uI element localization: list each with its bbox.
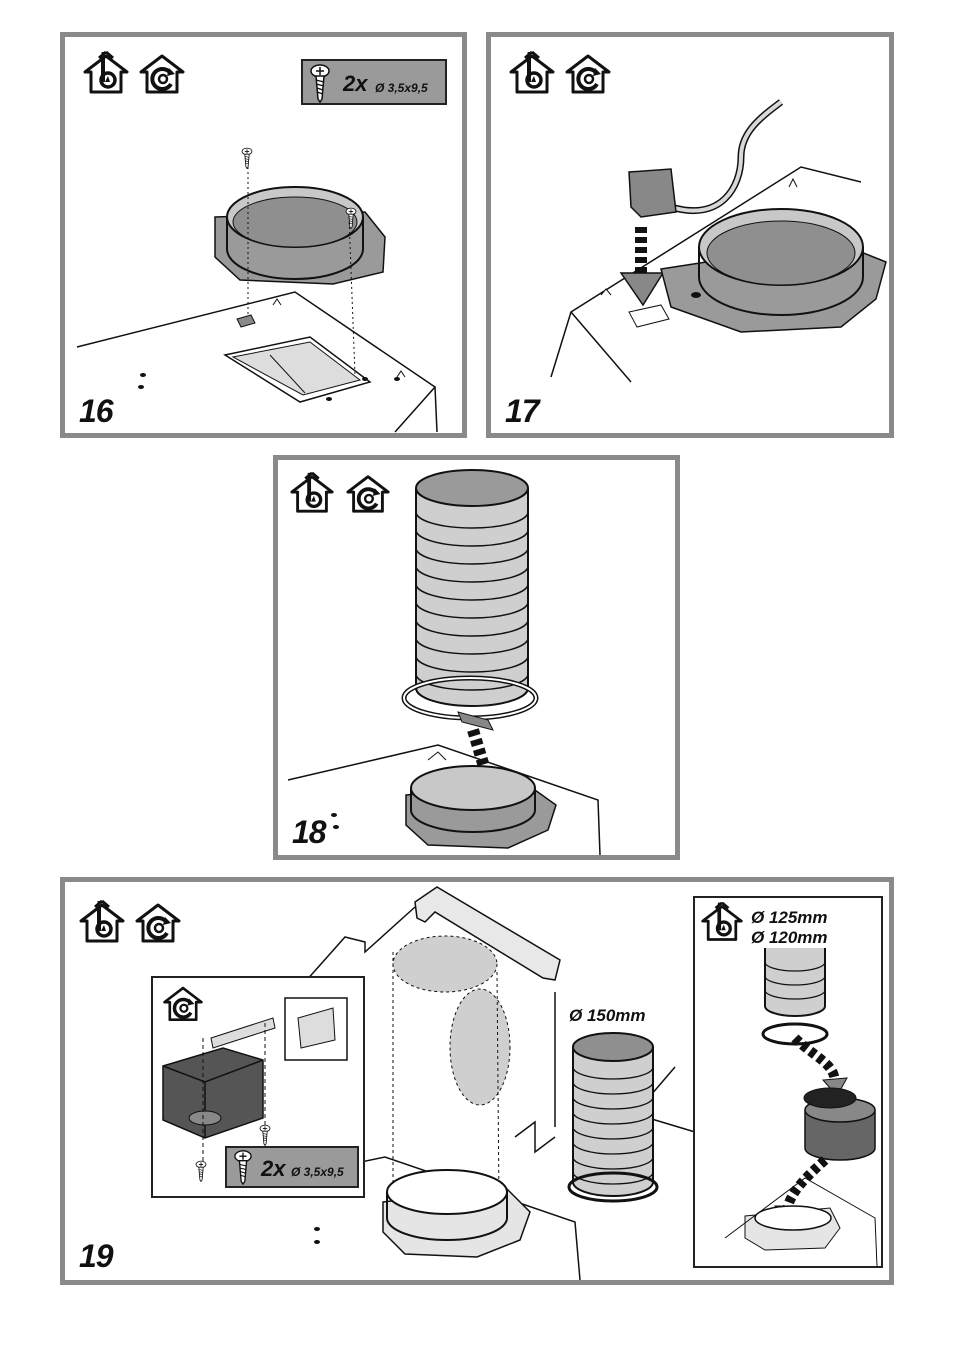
recirculating-mode-icon bbox=[162, 986, 204, 1022]
screw-quantity-box: 2x Ø 3,5x9,5 bbox=[225, 1146, 359, 1188]
reducer-inset: Ø 125mm Ø 120mm bbox=[693, 896, 883, 1268]
duct-diameter-label: Ø 150mm bbox=[569, 1006, 646, 1025]
step-16-panel: 2x Ø 3,5x9,5 16 bbox=[60, 32, 467, 438]
screw-icon bbox=[234, 1150, 252, 1185]
recirculating-mode-icon bbox=[141, 56, 183, 92]
flexible-duct bbox=[415, 469, 529, 707]
screw-spec: Ø 3,5x9,5 bbox=[291, 1165, 344, 1179]
step-18-illustration bbox=[287, 469, 601, 855]
screw-quantity: 2x bbox=[261, 1156, 286, 1181]
ducted-mode-icon bbox=[81, 901, 123, 941]
step-18-panel: 18 bbox=[273, 455, 680, 860]
screw-spec: Ø 3,5x9,5 bbox=[375, 81, 428, 95]
step-number: 18 bbox=[292, 814, 327, 850]
inset-diameter-label: Ø 125mm bbox=[751, 908, 828, 927]
step-19-panel: 2x Ø 3,5x9,5 Ø 150mm bbox=[60, 877, 894, 1285]
recirculating-mode-icon bbox=[345, 474, 391, 514]
step-16-illustration bbox=[76, 37, 438, 433]
ducted-mode-icon bbox=[85, 52, 127, 92]
step-number: 19 bbox=[79, 1238, 114, 1274]
step-17-illustration bbox=[491, 37, 887, 383]
screw-icon bbox=[310, 64, 330, 103]
step-17-panel: 17 bbox=[486, 32, 894, 438]
recirculating-mode-icon bbox=[567, 56, 609, 92]
screw-quantity: 2x bbox=[343, 71, 368, 96]
inset-diameter-label: Ø 120mm bbox=[751, 928, 828, 947]
step-19-illustration bbox=[65, 886, 696, 1280]
ducted-mode-icon bbox=[700, 902, 744, 942]
recirculating-mode-icon bbox=[137, 905, 179, 941]
recirculation-bracket-inset: 2x Ø 3,5x9,5 bbox=[151, 976, 365, 1198]
ducted-mode-icon bbox=[511, 52, 553, 92]
ducted-mode-icon bbox=[289, 472, 335, 514]
screw-quantity-box: 2x Ø 3,5x9,5 bbox=[301, 59, 447, 105]
step-number: 16 bbox=[79, 393, 114, 429]
step-number: 17 bbox=[505, 393, 540, 429]
